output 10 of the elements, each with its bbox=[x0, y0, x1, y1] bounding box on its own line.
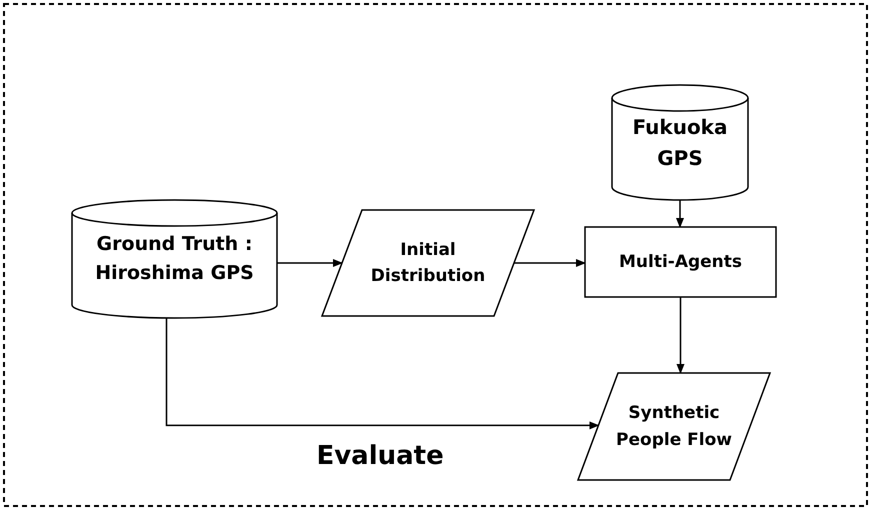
node-label: Initial Distribution bbox=[370, 238, 486, 288]
arrow bbox=[676, 198, 684, 228]
arrow bbox=[277, 259, 343, 267]
node-label: Fukuoka GPS bbox=[632, 114, 728, 172]
node-label: Multi-Agents bbox=[618, 250, 742, 274]
node-label: Synthetic People Flow bbox=[615, 402, 733, 452]
arrow bbox=[514, 259, 586, 267]
node-label: Ground Truth : Hiroshima GPS bbox=[94, 232, 255, 286]
arrow bbox=[166, 318, 600, 430]
arrow bbox=[676, 297, 684, 374]
